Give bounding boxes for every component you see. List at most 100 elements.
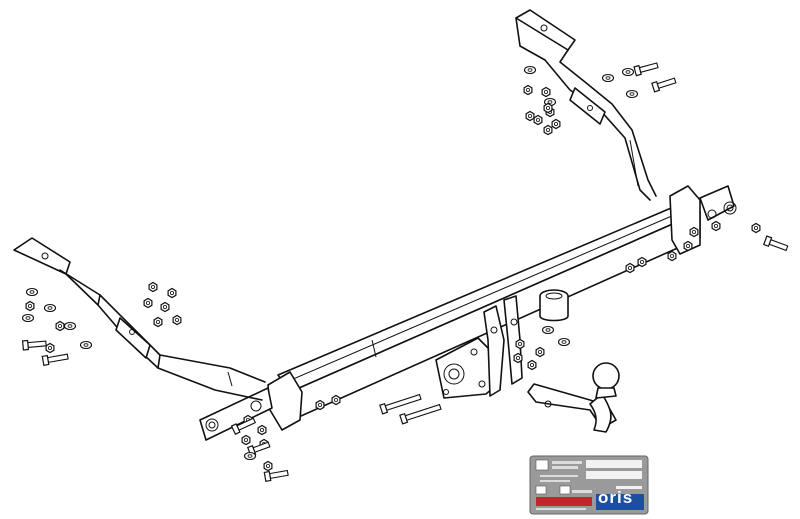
nut-icon: [257, 424, 267, 436]
nut-icon: [527, 359, 537, 371]
nut-hole-icon: [27, 303, 32, 308]
bolt-head-icon: [263, 470, 272, 482]
washer-icon: [243, 451, 257, 461]
nut-hole-icon: [48, 345, 53, 350]
nut-hole-icon: [692, 229, 697, 234]
nut-hole-icon: [536, 118, 541, 123]
washer-icon: [541, 325, 555, 335]
nut-hole-icon: [686, 243, 691, 248]
washer-hole-icon: [25, 316, 31, 320]
bolt-shank-icon: [268, 469, 289, 480]
washer-hole-icon: [83, 343, 89, 347]
nut-hole-icon: [670, 253, 675, 258]
tow-ball-arm: [527, 362, 620, 433]
nut-hole-icon: [516, 355, 521, 360]
nut-hole-icon: [259, 427, 264, 432]
nut-icon: [751, 222, 761, 234]
washer-hole-icon: [629, 92, 635, 96]
nut-icon: [667, 250, 677, 262]
nut-icon: [331, 394, 341, 406]
nut-hole-icon: [554, 122, 559, 127]
washer-icon: [79, 340, 93, 350]
nut-hole-icon: [754, 225, 759, 230]
washer-icon: [523, 65, 537, 75]
nut-icon: [25, 300, 35, 312]
nut-hole-icon: [546, 106, 551, 111]
washer-icon: [625, 89, 639, 99]
nut-hole-icon: [58, 323, 63, 328]
bolt-shank-icon: [404, 403, 442, 421]
washer-icon: [25, 287, 39, 297]
coupling-mount-plate: [435, 295, 523, 399]
nut-hole-icon: [150, 284, 155, 289]
bolt-head-icon: [399, 412, 409, 425]
nut-icon: [143, 297, 153, 309]
nut-icon: [172, 314, 182, 326]
nut-icon: [625, 262, 635, 274]
nut-hole-icon: [243, 437, 248, 442]
bolt-head-icon: [379, 402, 389, 415]
washer-hole-icon: [527, 68, 533, 72]
nut-icon: [689, 226, 699, 238]
nut-icon: [551, 118, 561, 130]
nut-icon: [263, 460, 273, 472]
nut-hole-icon: [155, 319, 160, 324]
nut-hole-icon: [518, 341, 523, 346]
washer-hole-icon: [47, 306, 53, 310]
nut-hole-icon: [628, 265, 633, 270]
bolt-shank-icon: [27, 340, 47, 348]
nut-icon: [153, 316, 163, 328]
washer-hole-icon: [605, 76, 611, 80]
nut-icon: [637, 256, 647, 268]
nut-hole-icon: [530, 362, 535, 367]
electric-socket: [539, 289, 569, 322]
nut-icon: [148, 281, 158, 293]
washer-hole-icon: [545, 328, 551, 332]
nut-icon: [533, 114, 543, 126]
nut-hole-icon: [145, 300, 150, 305]
nut-icon: [541, 86, 551, 98]
nut-icon: [315, 399, 325, 411]
nut-hole-icon: [174, 317, 179, 322]
nut-hole-icon: [538, 349, 543, 354]
bolt-head-icon: [41, 354, 50, 366]
left-end-plate: [199, 371, 303, 441]
nut-icon: [523, 84, 533, 96]
bolt-head-icon: [633, 64, 642, 77]
nut-hole-icon: [169, 290, 174, 295]
nut-hole-icon: [265, 463, 270, 468]
type-plate-icon: [529, 455, 649, 515]
bolt-nut-washer-icon: [21, 62, 789, 482]
brand-logo: oris: [598, 488, 634, 507]
nut-icon: [543, 102, 553, 114]
washer-hole-icon: [547, 100, 553, 104]
nut-hole-icon: [162, 304, 167, 309]
nut-icon: [513, 352, 523, 364]
nut-hole-icon: [317, 402, 322, 407]
nut-icon: [535, 346, 545, 358]
nut-icon: [167, 287, 177, 299]
washer-icon: [43, 303, 57, 313]
washer-hole-icon: [625, 70, 631, 74]
nut-icon: [241, 434, 251, 446]
washer-hole-icon: [561, 340, 567, 344]
bolt-head-icon: [762, 235, 773, 247]
nut-icon: [45, 342, 55, 354]
washer-icon: [601, 73, 615, 83]
nut-icon: [543, 124, 553, 136]
nut-icon: [525, 110, 535, 122]
washer-hole-icon: [247, 454, 253, 458]
nut-hole-icon: [640, 259, 645, 264]
nut-hole-icon: [333, 397, 338, 402]
washer-icon: [557, 337, 571, 347]
nut-hole-icon: [714, 223, 719, 228]
washer-icon: [21, 313, 35, 323]
nut-icon: [711, 220, 721, 232]
bolt-head-icon: [21, 339, 30, 351]
left-side-bracket: [13, 237, 266, 401]
washer-icon: [63, 321, 77, 331]
nut-icon: [55, 320, 65, 332]
nut-icon: [683, 240, 693, 252]
